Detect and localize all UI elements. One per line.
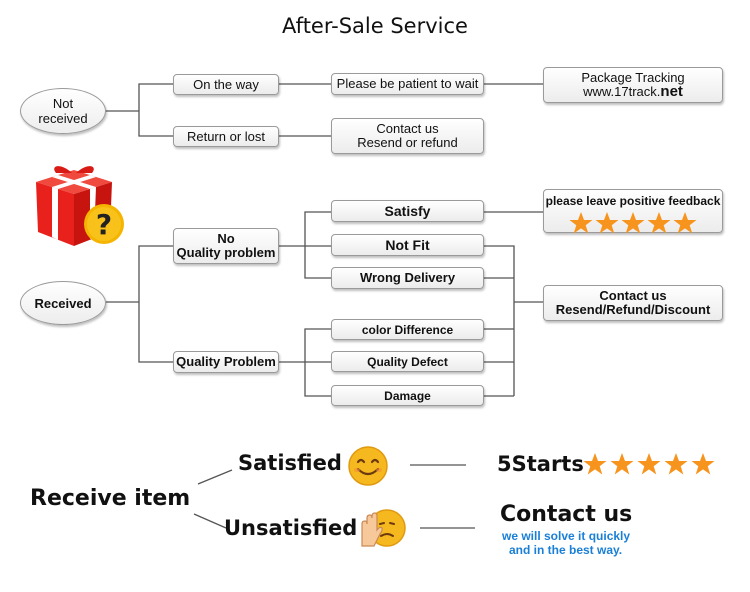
no-label: No xyxy=(217,231,235,246)
not-received-node: Not received xyxy=(20,88,106,134)
star-icon xyxy=(637,453,661,475)
return-or-lost-node: Return or lost xyxy=(173,126,279,147)
star-icon xyxy=(647,212,671,234)
not-fit-label: Not Fit xyxy=(385,237,430,253)
on-the-way-node: On the way xyxy=(173,74,279,95)
star-icon xyxy=(583,453,607,475)
quality-problem-label: Quality problem xyxy=(176,245,276,260)
resend-refund-discount-label: Resend/Refund/Discount xyxy=(555,302,711,317)
resend-or-refund-label: Resend or refund xyxy=(357,135,458,150)
star-icon xyxy=(691,453,715,475)
no-quality-problem-node: No Quality problem xyxy=(173,228,279,264)
star-icon xyxy=(621,212,645,234)
return-or-lost-label: Return or lost xyxy=(186,128,266,144)
tracking-url-prefix: www.17track. xyxy=(583,84,661,99)
best-way-text: and in the best way. xyxy=(509,543,623,557)
gift-box-icon: ? xyxy=(36,166,124,246)
five-starts-label: 5Starts xyxy=(497,452,584,476)
quality-defect-label: Quality Defect xyxy=(367,354,448,369)
hand-stop-face-icon xyxy=(361,509,406,547)
satisfy-node: Satisfy xyxy=(331,200,484,222)
smiley-face-icon xyxy=(348,446,388,486)
rating-stars xyxy=(583,452,715,476)
wrong-delivery-label: Wrong Delivery xyxy=(359,270,456,285)
contact-resend-refund-node: Contact us Resend or refund xyxy=(331,118,484,154)
damage-node: Damage xyxy=(331,385,484,406)
color-difference-label: color Difference xyxy=(361,322,454,337)
wrong-delivery-node: Wrong Delivery xyxy=(331,267,484,289)
positive-feedback-label: please leave positive feedback xyxy=(545,194,721,208)
receive-item-label: Receive item xyxy=(30,486,191,511)
be-patient-label: Please be patient to wait xyxy=(336,76,479,91)
svg-text:?: ? xyxy=(96,208,112,241)
tracking-url[interactable]: www.17track.net xyxy=(583,83,683,100)
page-title: After-Sale Service xyxy=(282,14,468,38)
on-the-way-label: On the way xyxy=(193,76,259,92)
satisfied-label: Satisfied xyxy=(238,451,342,475)
star-icon xyxy=(610,453,634,475)
quality-defect-node: Quality Defect xyxy=(331,351,484,372)
quality-problem-node-label: Quality Problem xyxy=(176,354,276,369)
contact-us-label: Contact us xyxy=(376,121,439,136)
contact-us-label: Contact us xyxy=(599,288,667,303)
contact-us-heading: Contact us xyxy=(500,502,633,527)
received-label: Received xyxy=(34,295,92,311)
star-icon xyxy=(673,212,697,234)
be-patient-node: Please be patient to wait xyxy=(331,73,484,95)
solve-quickly-text: we will solve it quickly xyxy=(502,529,631,543)
not-received-label: Not received xyxy=(38,96,88,126)
tracking-url-suffix: net xyxy=(660,83,683,100)
package-tracking-label: Package Tracking xyxy=(581,70,685,85)
color-difference-node: color Difference xyxy=(331,319,484,340)
damage-label: Damage xyxy=(384,388,431,403)
received-node: Received xyxy=(20,281,106,325)
satisfy-label: Satisfy xyxy=(384,203,431,219)
not-fit-node: Not Fit xyxy=(331,234,484,256)
star-icon xyxy=(595,212,619,234)
contact-resend-refund-discount-node: Contact us Resend/Refund/Discount xyxy=(543,285,723,321)
package-tracking-node: Package Tracking www.17track.net xyxy=(543,67,723,103)
star-icon xyxy=(664,453,688,475)
star-icon xyxy=(569,212,593,234)
quality-problem-node: Quality Problem xyxy=(173,351,279,373)
unsatisfied-label: Unsatisfied xyxy=(224,516,358,540)
positive-feedback-node: please leave positive feedback xyxy=(543,189,723,235)
feedback-stars xyxy=(569,211,697,235)
